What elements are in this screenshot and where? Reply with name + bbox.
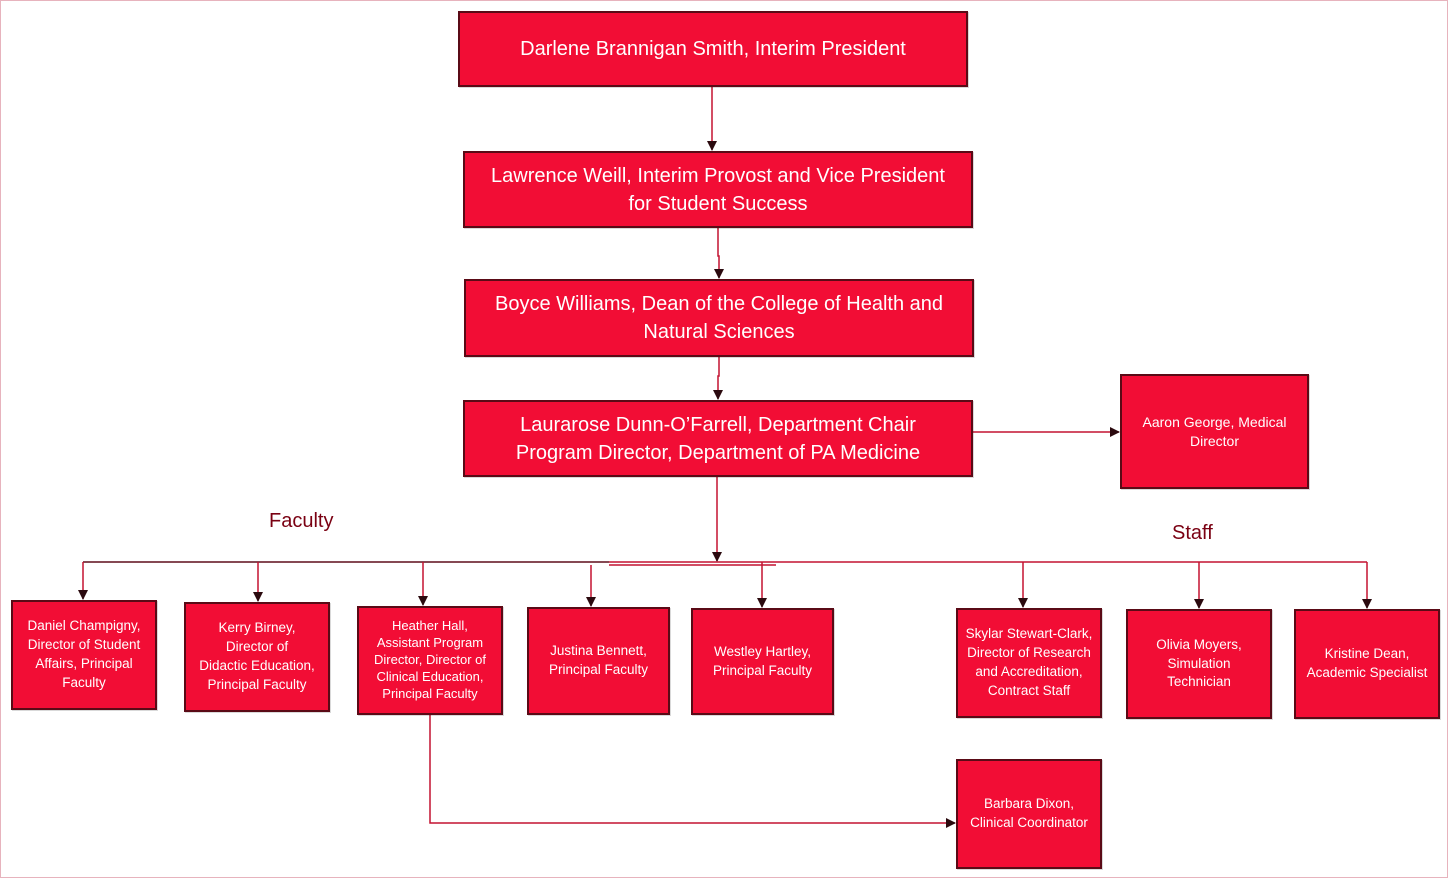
faculty-group-label: Faculty [269, 510, 334, 532]
node-olivia-moyers-label: Olivia Moyers, Simulation Technician [1156, 636, 1242, 690]
node-medical-director-label: Aaron George, Medical Director [1142, 413, 1287, 449]
node-department-chair-label: Laurarose Dunn-O’Farrell, Department Cha… [515, 413, 921, 464]
node-daniel-champigny-label: Daniel Champigny, Director of Student Af… [27, 618, 141, 690]
node-dean-label: Boyce Williams, Dean of the College of H… [494, 293, 943, 343]
node-provost-label: Lawrence Weill, Interim Provost and Vice… [491, 164, 945, 215]
connector-hall-dixon [429, 715, 956, 828]
node-department-chair: Laurarose Dunn-O’Farrell, Department Cha… [463, 400, 973, 477]
node-medical-director: Aaron George, Medical Director [1120, 374, 1309, 489]
node-westley-hartley-label: Westley Hartley, Principal Faculty [712, 643, 813, 678]
connector-provost-dean [714, 228, 724, 279]
node-skylar-stewart-clark-label: Skylar Stewart-Clark, Director of Resear… [965, 626, 1093, 698]
node-president: Darlene Brannigan Smith, Interim Preside… [458, 11, 968, 87]
node-heather-hall-label: Heather Hall, Assistant Program Director… [374, 618, 486, 701]
node-president-label: Darlene Brannigan Smith, Interim Preside… [520, 38, 906, 60]
node-heather-hall: Heather Hall, Assistant Program Director… [357, 606, 503, 715]
node-westley-hartley: Westley Hartley, Principal Faculty [691, 608, 834, 715]
node-daniel-champigny: Daniel Champigny, Director of Student Af… [11, 600, 157, 710]
node-kerry-birney-label: Kerry Birney, Director of Didactic Educa… [199, 620, 315, 692]
node-kristine-dean: Kristine Dean, Academic Specialist [1294, 609, 1440, 719]
node-dean: Boyce Williams, Dean of the College of H… [464, 279, 974, 357]
node-olivia-moyers: Olivia Moyers, Simulation Technician [1126, 609, 1272, 719]
node-provost: Lawrence Weill, Interim Provost and Vice… [463, 151, 973, 228]
connector-dean-chair [713, 357, 723, 400]
staff-group-label: Staff [1172, 522, 1213, 544]
node-barbara-dixon-label: Barbara Dixon, Clinical Coordinator [970, 796, 1088, 830]
node-kristine-dean-label: Kristine Dean, Academic Specialist [1306, 646, 1428, 680]
node-kerry-birney: Kerry Birney, Director of Didactic Educa… [184, 602, 330, 712]
node-justina-bennett-label: Justina Bennett, Principal Faculty [548, 643, 649, 677]
node-justina-bennett: Justina Bennett, Principal Faculty [527, 607, 670, 715]
node-skylar-stewart-clark: Skylar Stewart-Clark, Director of Resear… [956, 608, 1102, 718]
node-barbara-dixon: Barbara Dixon, Clinical Coordinator [956, 759, 1102, 869]
